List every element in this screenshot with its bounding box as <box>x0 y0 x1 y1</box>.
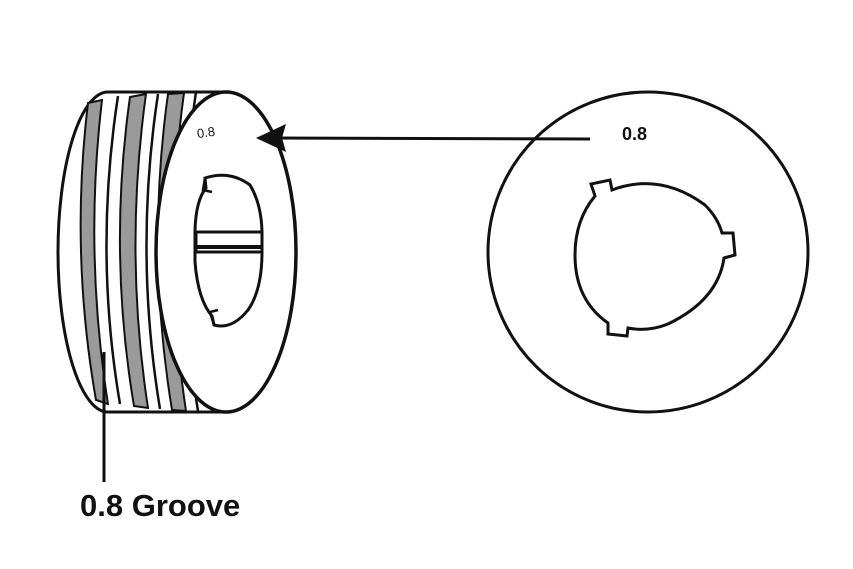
roller-face-marking: 0.8 <box>196 124 216 141</box>
groove-band-1 <box>79 98 110 406</box>
roller-front-view: 0.8 <box>486 90 810 414</box>
roller-inner-hub <box>573 178 737 338</box>
arrow-shaft <box>271 136 591 141</box>
groove-caption: 0.8 Groove <box>80 488 241 523</box>
pointer-arrow <box>256 124 591 152</box>
groove-band-2 <box>118 92 150 410</box>
roller-side-view: 0.8 <box>56 90 298 414</box>
arrow-head <box>256 124 286 152</box>
roller-front-marking: 0.8 <box>622 124 647 144</box>
roller-outer-circle <box>486 90 810 414</box>
